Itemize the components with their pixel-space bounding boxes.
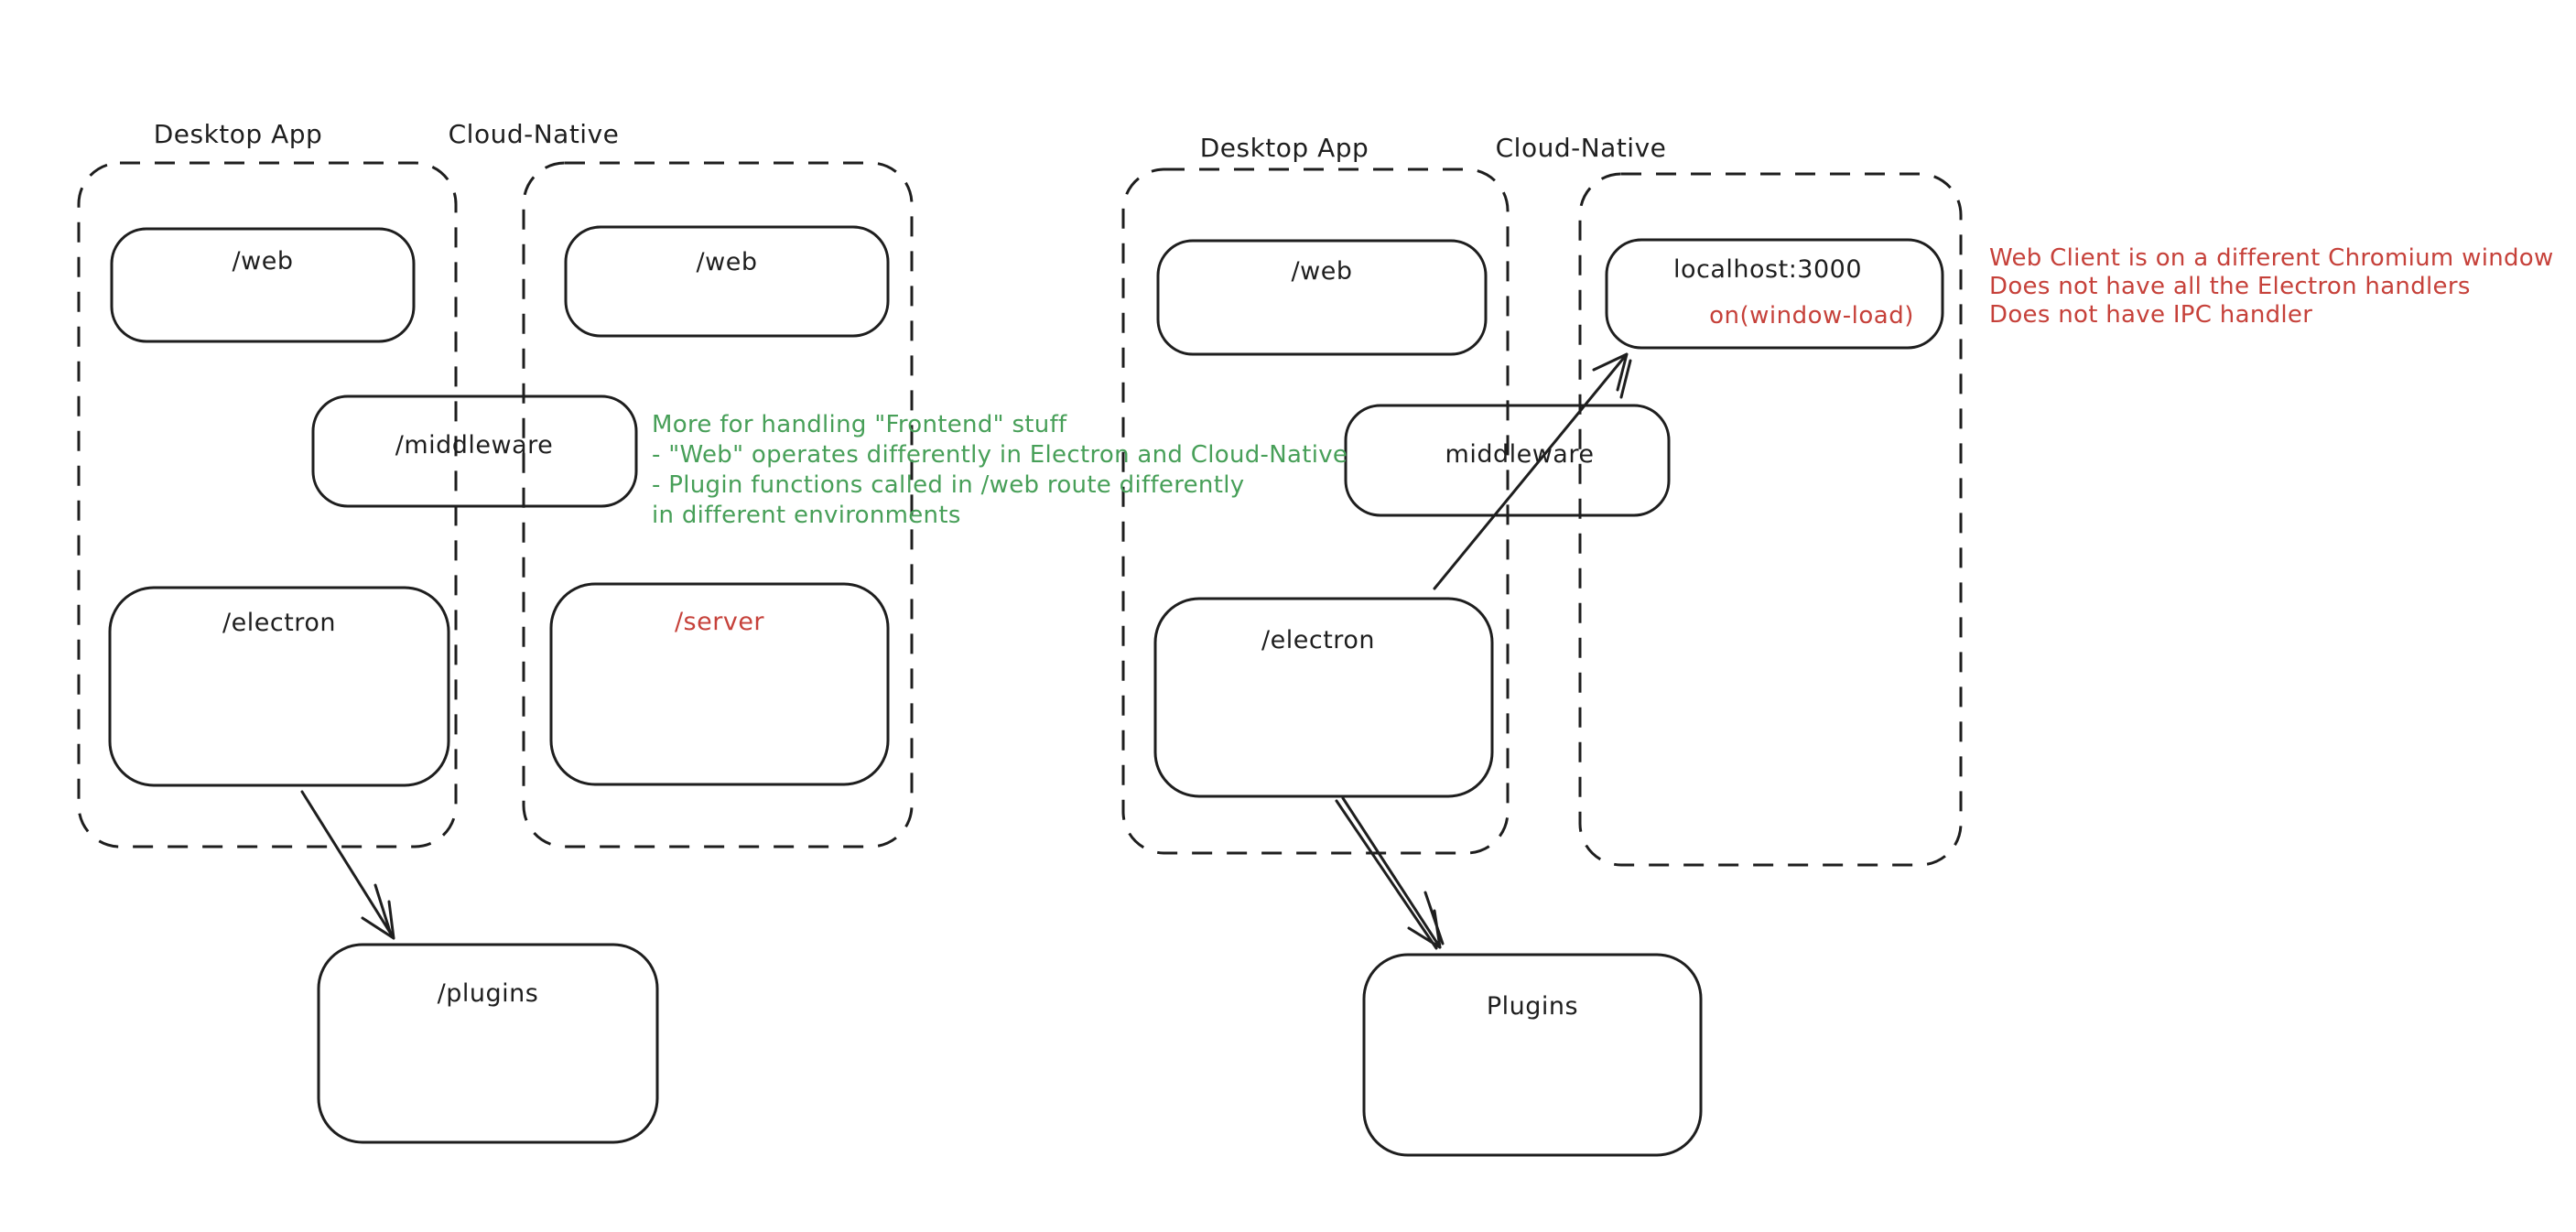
right-cloud-native-title: Cloud-Native bbox=[1495, 133, 1667, 163]
green-note-line-2: - "Web" operates differently in Electron… bbox=[652, 441, 1348, 469]
red-note-line-2: Does not have all the Electron handlers bbox=[1989, 273, 2471, 300]
left-web-desktop-box bbox=[110, 227, 416, 343]
red-note-line-1: Web Client is on a different Chromium wi… bbox=[1989, 244, 2554, 272]
right-window-load-label: on(window-load) bbox=[1709, 302, 1914, 330]
right-web-box bbox=[1156, 239, 1488, 356]
arrow-electron-to-localhost bbox=[1433, 352, 1632, 590]
right-localhost-box bbox=[1605, 238, 1944, 350]
left-electron-box bbox=[108, 586, 450, 787]
right-web-label: /web bbox=[1291, 257, 1353, 286]
green-note-line-4: in different environments bbox=[652, 502, 961, 529]
left-plugins-label: /plugins bbox=[437, 979, 539, 1008]
left-electron-label: /electron bbox=[222, 609, 336, 637]
right-middleware-box bbox=[1344, 404, 1671, 517]
left-server-label: /server bbox=[674, 608, 765, 636]
left-plugins-box bbox=[317, 943, 659, 1144]
left-cloud-native-title: Cloud-Native bbox=[448, 119, 620, 149]
red-note-line-3: Does not have IPC handler bbox=[1989, 301, 2313, 329]
right-electron-label: /electron bbox=[1261, 626, 1375, 654]
right-middleware-label: middleware bbox=[1445, 440, 1595, 469]
left-middleware-label: /middleware bbox=[395, 431, 554, 459]
left-web-cloud-box bbox=[564, 225, 890, 338]
left-desktop-app-title: Desktop App bbox=[153, 119, 323, 149]
red-note: Web Client is on a different Chromium wi… bbox=[1989, 244, 2554, 330]
right-cloud-native-container bbox=[1578, 172, 1963, 867]
right-localhost-label: localhost:3000 bbox=[1672, 255, 1863, 284]
right-electron-box bbox=[1153, 597, 1494, 798]
green-note-line-1: More for handling "Frontend" stuff bbox=[652, 411, 1067, 438]
green-note-line-3: - Plugin functions called in /web route … bbox=[652, 471, 1245, 499]
right-plugins-box bbox=[1362, 953, 1703, 1157]
left-server-box bbox=[549, 582, 890, 786]
left-web-desktop-label: /web bbox=[232, 247, 294, 276]
left-web-cloud-label: /web bbox=[696, 248, 758, 276]
left-desktop-app-container bbox=[77, 161, 458, 848]
right-plugins-label: Plugins bbox=[1486, 992, 1579, 1021]
right-desktop-app-container bbox=[1121, 168, 1510, 855]
arrow-electron-to-plugins-right bbox=[1335, 796, 1445, 950]
left-middleware-box bbox=[311, 394, 638, 508]
green-note: More for handling "Frontend" stuff - "We… bbox=[652, 410, 1348, 531]
arrow-electron-to-plugins-left bbox=[300, 790, 395, 940]
right-desktop-app-title: Desktop App bbox=[1199, 133, 1369, 163]
